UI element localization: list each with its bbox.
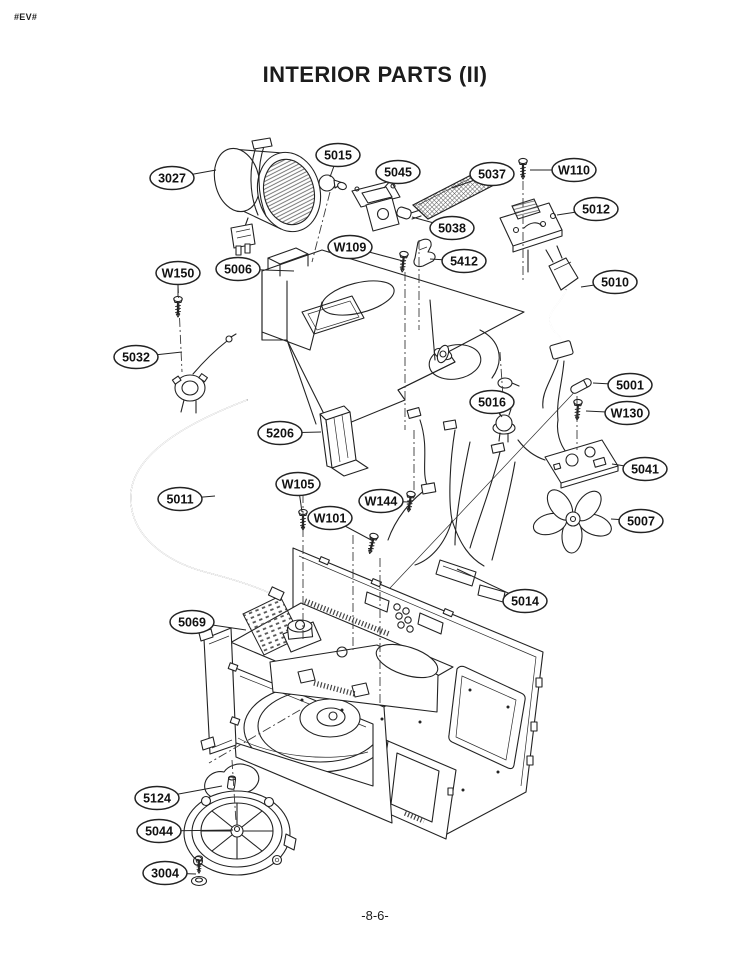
svg-text:5044: 5044 (145, 824, 173, 838)
callout-W144: W144 (358, 488, 410, 514)
page-title: INTERIOR PARTS (II) (262, 62, 488, 87)
svg-text:5014: 5014 (511, 594, 539, 608)
cavity-dots (300, 698, 422, 724)
fan-blade (532, 489, 612, 554)
screw-w130 (571, 398, 584, 422)
mounting-clip (413, 238, 436, 268)
callout-5041: 5041 (611, 456, 668, 482)
svg-text:5010: 5010 (601, 275, 629, 289)
power-cord-plug (542, 245, 579, 453)
sensor-cable (130, 399, 285, 602)
callout-5016: 5016 (469, 389, 515, 418)
callout-W109: W109 (327, 234, 404, 262)
motor-screw-washer (190, 854, 208, 887)
callout-5032: 5032 (113, 344, 183, 370)
turntable-motor-assembly (183, 790, 297, 876)
svg-text:W109: W109 (334, 240, 367, 254)
svg-text:W101: W101 (314, 511, 347, 525)
support-bracket (319, 405, 369, 477)
noise-filter-board (517, 439, 619, 489)
svg-text:W110: W110 (558, 163, 590, 177)
callout-5001: 5001 (592, 372, 653, 398)
callout-5044: 5044 (136, 818, 234, 844)
front-frame (198, 627, 241, 755)
svg-text:W105: W105 (282, 477, 315, 491)
waveguide-duct (269, 643, 439, 713)
svg-text:5032: 5032 (122, 350, 150, 364)
callout-3027: 3027 (149, 165, 217, 191)
callout-5038: 5038 (411, 215, 475, 241)
callout-5012: 5012 (556, 196, 619, 222)
callout-W105: W105 (275, 471, 321, 513)
screw-w101 (364, 531, 380, 556)
callout-W130: W130 (585, 400, 650, 426)
callout-5010: 5010 (580, 269, 638, 295)
svg-text:5069: 5069 (178, 615, 206, 629)
svg-text:5007: 5007 (627, 514, 655, 528)
svg-text:3027: 3027 (158, 171, 186, 185)
svg-text:5041: 5041 (631, 462, 659, 476)
alignment-axes (177, 181, 578, 823)
callout-5007: 5007 (610, 508, 664, 534)
svg-text:5038: 5038 (438, 221, 466, 235)
svg-text:5015: 5015 (324, 148, 352, 162)
vent-hole-grid (393, 603, 414, 633)
svg-text:5045: 5045 (384, 165, 412, 179)
callout-5011: 5011 (157, 486, 216, 512)
svg-text:W150: W150 (162, 266, 195, 280)
callout-5045: 5045 (375, 159, 421, 189)
svg-text:5037: 5037 (478, 167, 506, 181)
oven-lamp-bulb (318, 174, 347, 192)
latch-board (499, 198, 563, 273)
svg-text:5016: 5016 (478, 395, 506, 409)
svg-text:5012: 5012 (582, 202, 610, 216)
panel-tabs (318, 556, 543, 766)
callout-5124: 5124 (134, 785, 223, 811)
main-wire-harness (387, 407, 516, 603)
svg-text:5011: 5011 (166, 492, 193, 506)
lamp-socket (396, 206, 422, 220)
callout-5412: 5412 (429, 248, 487, 274)
screw-w109 (396, 249, 410, 274)
callout-5069: 5069 (169, 609, 247, 635)
corner-mark: #EV# (14, 12, 38, 22)
callout-5014: 5014 (456, 568, 548, 614)
callout-W110: W110 (530, 157, 597, 183)
blower-fan-assembly (213, 137, 322, 256)
callout-5006: 5006 (215, 256, 295, 282)
turntable-motor-top (282, 619, 322, 653)
callout-W101: W101 (307, 505, 374, 542)
callout-5015: 5015 (315, 142, 361, 178)
fan-motor-shaft (433, 344, 520, 389)
callout-W150: W150 (155, 260, 201, 297)
callout-5206: 5206 (257, 420, 322, 446)
fuse (570, 378, 592, 394)
air-guide-base (261, 247, 525, 431)
page-number: -8-6- (361, 908, 389, 923)
screw-w150 (172, 295, 184, 319)
screw-w110 (517, 157, 529, 181)
callout-3004: 3004 (142, 860, 197, 886)
svg-text:5006: 5006 (224, 262, 252, 276)
callout-5037: 5037 (451, 161, 515, 189)
svg-text:5001: 5001 (616, 378, 644, 392)
section-guide-line (389, 382, 584, 589)
svg-text:5206: 5206 (266, 426, 294, 440)
svg-text:W144: W144 (365, 494, 398, 508)
svg-text:5412: 5412 (450, 254, 478, 268)
lamp-holder-bracket (351, 180, 401, 232)
svg-text:W130: W130 (611, 406, 644, 420)
svg-text:3004: 3004 (151, 866, 179, 880)
lower-plate (377, 740, 457, 840)
svg-text:5124: 5124 (143, 791, 171, 805)
oven-cavity (227, 595, 454, 824)
thermostat-front (171, 333, 237, 414)
